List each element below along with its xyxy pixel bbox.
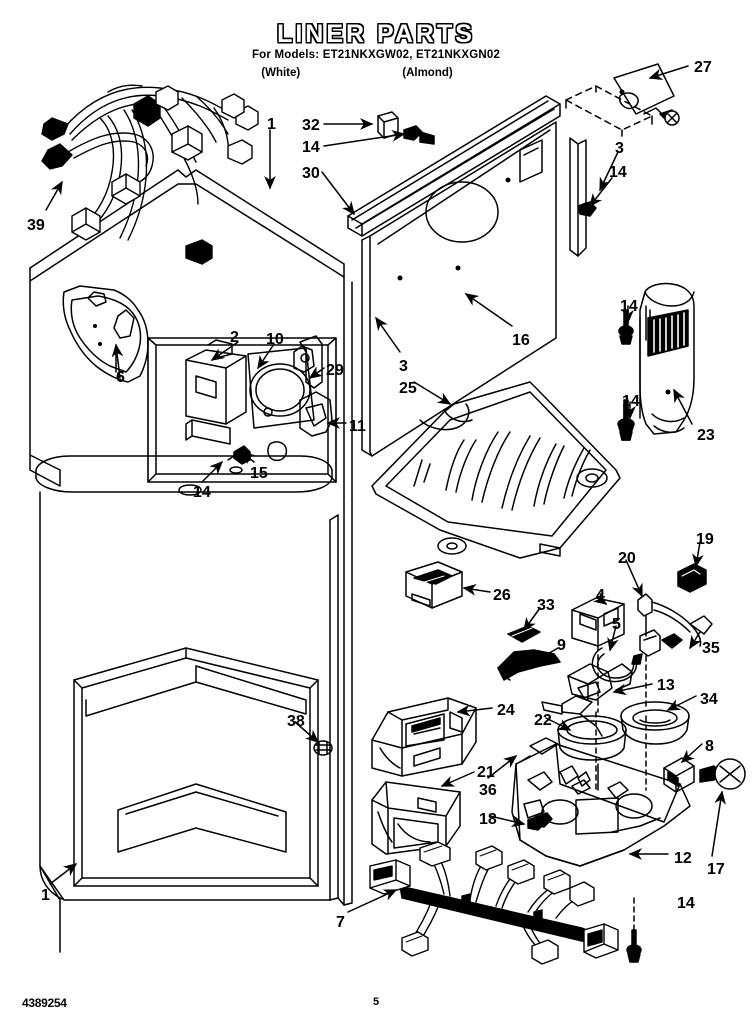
callout-14-c: 14	[193, 484, 211, 501]
front-trim-strip-art	[348, 96, 560, 236]
callout-22: 22	[534, 712, 552, 729]
upper-wire-harness-art	[42, 85, 258, 264]
color-variants: (White) (Almond)	[0, 67, 752, 79]
callout-39: 39	[27, 217, 45, 234]
callout-27: 27	[694, 59, 712, 76]
main-harness-art	[370, 842, 618, 964]
callout-18: 18	[479, 811, 497, 828]
callout-3-a: 3	[615, 140, 624, 157]
plug-38-art	[314, 741, 332, 755]
rear-liner-panel-art	[362, 122, 556, 456]
cabinet-liner-art	[30, 170, 352, 952]
callout-14-b: 14	[609, 164, 627, 181]
callout-21: 21	[477, 764, 495, 781]
callout-25: 25	[399, 380, 417, 397]
callout-7: 7	[336, 914, 345, 931]
callout-14-d: 14	[620, 298, 638, 315]
callout-12: 12	[674, 850, 692, 867]
callout-30: 30	[302, 165, 320, 182]
insulation-panel-art	[63, 286, 148, 382]
callout-6: 6	[116, 369, 125, 386]
callout-24: 24	[497, 702, 515, 719]
color-white-label: (White)	[261, 67, 301, 79]
callout-3-b: 3	[399, 358, 408, 375]
callout-15: 15	[250, 465, 268, 482]
document-part-number: 4389254	[22, 996, 67, 1010]
callout-13: 13	[657, 677, 675, 694]
callout-1-top: 1	[267, 116, 276, 133]
callout-2: 2	[230, 329, 239, 346]
color-almond-label: (Almond)	[402, 67, 453, 79]
callout-14-e: 14	[622, 393, 640, 410]
page-number: 5	[372, 996, 380, 1008]
bracket-arm-art	[638, 564, 712, 710]
callout-14-a: 14	[302, 139, 320, 156]
callout-11: 11	[349, 418, 366, 435]
callout-32: 32	[302, 117, 320, 134]
plug-and-screw-art	[378, 112, 434, 144]
callout-4: 4	[596, 587, 605, 604]
callout-8: 8	[705, 738, 714, 755]
callout-19: 19	[696, 531, 714, 548]
clip-33-art	[508, 626, 540, 642]
callout-34: 34	[700, 691, 718, 708]
bulb-18-art	[528, 816, 546, 830]
bracket-27-art	[578, 64, 679, 216]
callout-16: 16	[512, 332, 530, 349]
control-module-art	[372, 698, 476, 854]
drip-pan-art	[372, 382, 634, 558]
callout-36: 36	[479, 782, 497, 799]
callout-10: 10	[266, 331, 284, 348]
leader-lines	[46, 66, 726, 912]
callout-38: 38	[287, 713, 305, 730]
callout-33: 33	[537, 597, 555, 614]
page-title: LINER PARTS	[277, 20, 475, 48]
wire-clip-9-art	[498, 650, 560, 680]
callout-9: 9	[557, 637, 566, 654]
callout-14-f: 14	[677, 895, 695, 912]
callout-1-bottom: 1	[41, 887, 50, 904]
light-socket-holder-art	[542, 664, 632, 736]
callout-29: 29	[326, 362, 344, 379]
callout-35: 35	[702, 640, 720, 657]
spring-clip-art	[592, 648, 642, 682]
model-list: For Models: ET21NKXGW02, ET21NKXGN02	[251, 49, 501, 61]
callout-26: 26	[493, 587, 511, 604]
defrost-control-art	[406, 562, 462, 608]
callout-5: 5	[612, 616, 621, 633]
callout-20: 20	[618, 550, 636, 567]
callout-23: 23	[697, 427, 715, 444]
callout-17: 17	[707, 861, 725, 878]
gasket-rings-art	[558, 702, 689, 760]
